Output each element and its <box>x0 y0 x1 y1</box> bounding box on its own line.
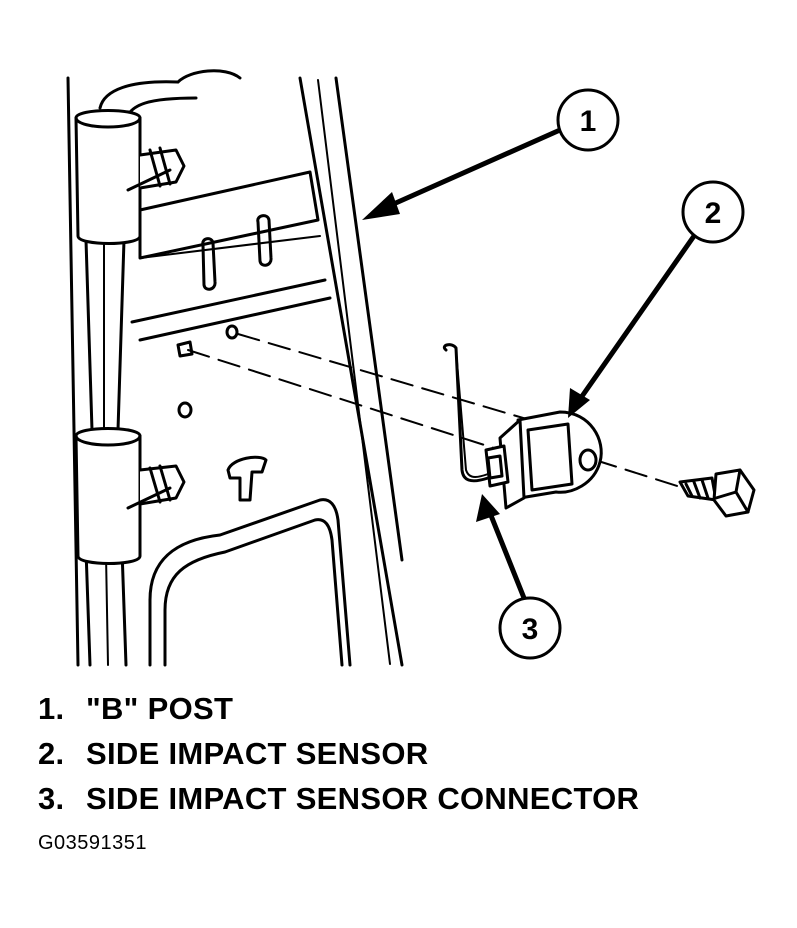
sensor-installation-diagram: 1 2 3 <box>66 69 756 667</box>
legend-number: 1. <box>38 691 65 726</box>
callout-circle-3 <box>498 596 562 660</box>
legend-number: 3. <box>38 781 65 816</box>
b-post <box>66 76 404 667</box>
legend-item-b-post: 1. "B" POST <box>38 686 639 731</box>
arrowhead-3 <box>476 494 500 522</box>
side-impact-sensor-connector <box>442 343 504 483</box>
legend-item-sensor-connector: 3. SIDE IMPACT SENSOR CONNECTOR <box>38 776 639 821</box>
callout-number-3: 3 <box>522 613 539 646</box>
wire-harness <box>84 69 242 667</box>
parts-legend: 1. "B" POST 2. SIDE IMPACT SENSOR 3. SIDE I… <box>38 686 639 821</box>
leader-lines <box>377 127 697 601</box>
callout-number-2: 2 <box>705 197 722 230</box>
upper-harness-clip <box>74 109 186 245</box>
legend-label: SIDE IMPACT SENSOR <box>86 736 429 771</box>
callout-number-1: 1 <box>580 105 597 138</box>
mounting-screw <box>678 468 756 518</box>
figure-id: G03591351 <box>38 832 148 854</box>
leader-arrow-2 <box>575 233 697 405</box>
callout-circle-1 <box>556 88 620 152</box>
side-impact-sensor <box>484 410 603 510</box>
legend-item-side-impact-sensor: 2. SIDE IMPACT SENSOR <box>38 731 639 776</box>
alignment-lines <box>187 333 691 491</box>
leader-arrow-3 <box>485 505 527 601</box>
arrowhead-2 <box>568 388 590 418</box>
lower-harness-clip <box>74 427 186 565</box>
legend-label: "B" POST <box>86 691 234 726</box>
leader-arrow-1 <box>377 127 563 213</box>
legend-label: SIDE IMPACT SENSOR CONNECTOR <box>86 781 640 816</box>
arrowhead-1 <box>362 192 400 220</box>
legend-number: 2. <box>38 736 65 771</box>
callout-circle-2 <box>681 180 745 244</box>
